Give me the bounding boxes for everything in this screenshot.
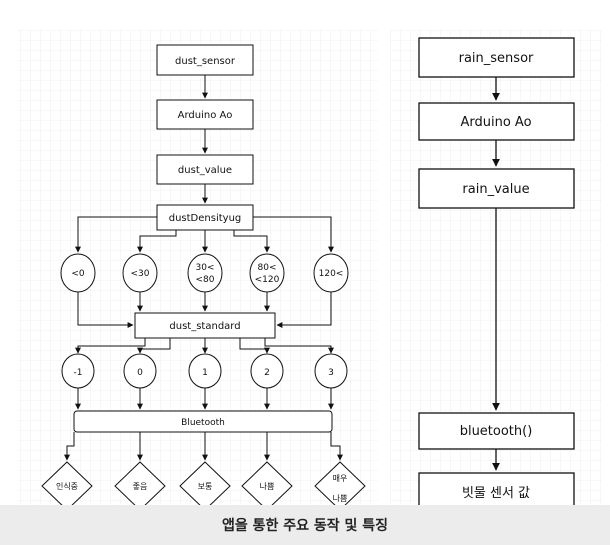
range-label-line1: 30<	[196, 263, 215, 273]
range-circle: <0	[60, 253, 96, 293]
node-dust-value-label: dust_value	[178, 165, 232, 176]
node-bluetooth-left: Bluetooth	[73, 410, 333, 433]
level-label: 0	[137, 368, 143, 378]
node-rain-value: rain_value	[418, 168, 575, 209]
output-label: 좋음	[133, 482, 148, 491]
range-label: 120<	[319, 269, 344, 279]
node-dust-sensor: dust_sensor	[156, 44, 254, 76]
node-bluetooth-right: bluetooth()	[418, 412, 575, 450]
node-dust-standard-label: dust_standard	[169, 321, 240, 332]
range-label-line2: <80	[196, 275, 215, 285]
node-arduino-left: Arduino Ao	[156, 99, 254, 130]
level-circle: 1	[188, 353, 222, 389]
figure-caption: 앱을 통한 주요 동작 및 특징	[221, 518, 389, 534]
range-circle: 80< <120	[249, 253, 285, 293]
level-circle: 2	[250, 353, 284, 389]
node-rain-result-label: 빗물 센서 값	[462, 486, 530, 501]
node-rain-sensor: rain_sensor	[418, 37, 575, 78]
range-circle: 120<	[313, 253, 349, 293]
level-circle: 3	[314, 353, 348, 389]
range-label-line2: <120	[255, 275, 280, 285]
output-label: 인식중	[56, 481, 78, 491]
node-arduino-left-label: Arduino Ao	[178, 110, 233, 121]
level-label: 3	[328, 368, 334, 378]
range-circle: 30< <80	[187, 253, 223, 293]
range-label: <30	[131, 269, 150, 279]
range-circle: <30	[122, 253, 158, 293]
level-circle: -1	[61, 353, 95, 389]
node-rain-value-label: rain_value	[462, 182, 529, 197]
node-bluetooth-right-label: bluetooth()	[460, 424, 533, 439]
left-flow	[64, 75, 343, 461]
node-dust-density-label: dustDensityug	[169, 213, 242, 224]
level-label: 2	[264, 368, 270, 378]
node-dust-density: dustDensityug	[156, 204, 254, 231]
node-arduino-right-label: Arduino Ao	[460, 115, 531, 130]
node-dust-value: dust_value	[156, 154, 254, 185]
caption-bar: 앱을 통한 주요 동작 및 특징	[0, 505, 610, 545]
level-label: 1	[202, 368, 208, 378]
node-arduino-right: Arduino Ao	[418, 102, 575, 141]
output-label: 보통	[198, 482, 213, 491]
node-rain-sensor-label: rain_sensor	[459, 51, 534, 66]
output-label: 나쁨	[260, 482, 275, 491]
level-circle: 0	[123, 353, 157, 389]
node-dust-sensor-label: dust_sensor	[175, 56, 236, 67]
range-label-line1: 80<	[258, 263, 277, 273]
node-dust-standard: dust_standard	[134, 312, 276, 339]
node-bluetooth-left-label: Bluetooth	[181, 418, 225, 428]
level-label: -1	[74, 368, 83, 378]
range-label: <0	[71, 269, 85, 279]
output-label-line1: 매우	[333, 474, 348, 483]
output-label-line2: 나쁨	[333, 494, 348, 503]
